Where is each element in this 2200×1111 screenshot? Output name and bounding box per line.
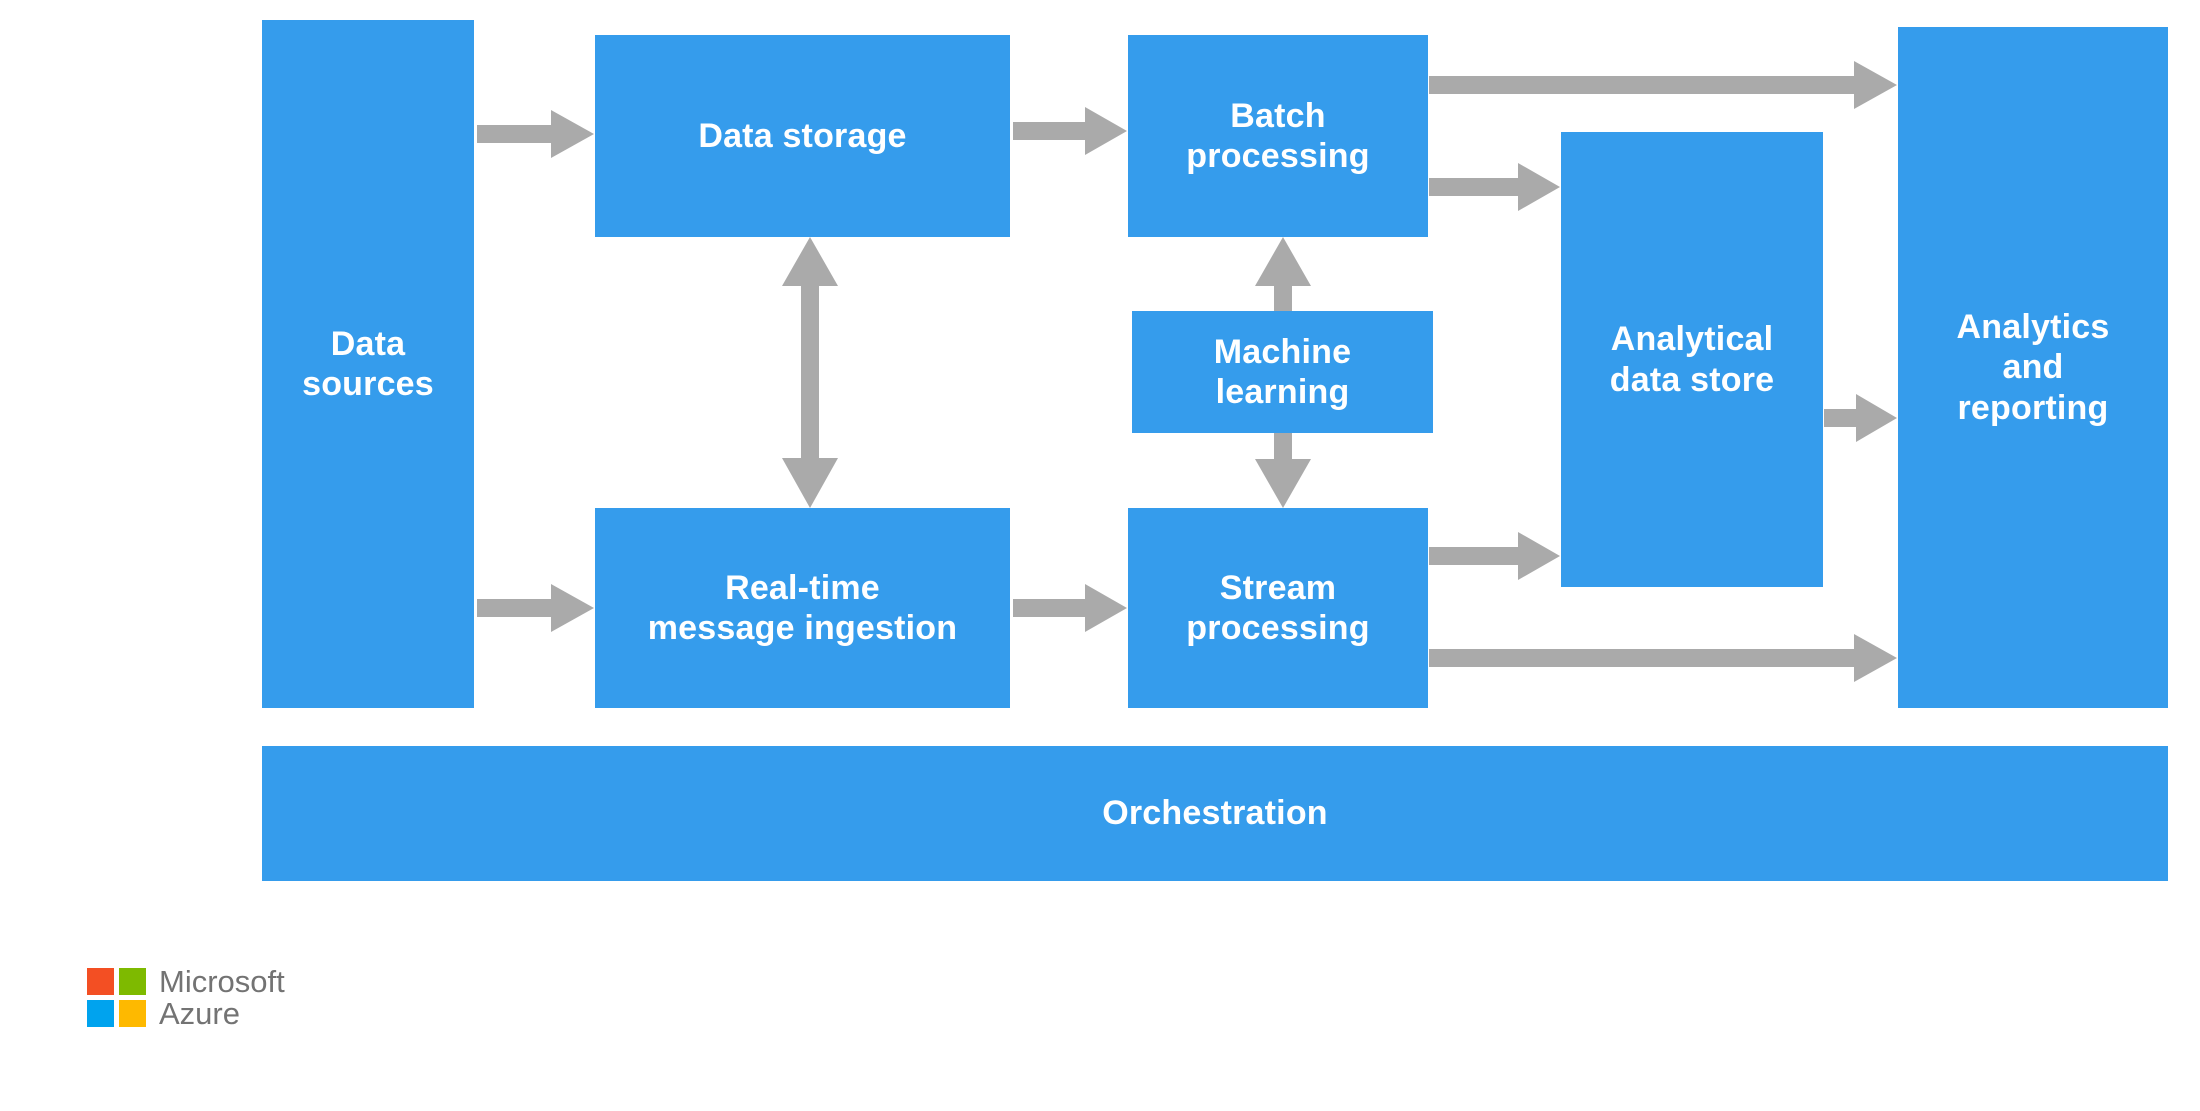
arrow-data-storage-to-realtime-ingestion-bidirectional	[782, 237, 838, 508]
arrow-machine-learning-to-batch-processing	[1255, 237, 1311, 311]
microsoft-logo-icon	[87, 968, 146, 1028]
node-stream-processing[interactable]: Stream processing	[1128, 508, 1428, 708]
node-analytics-and-reporting[interactable]: Analytics and reporting	[1898, 27, 2168, 708]
arrow-machine-learning-to-stream-processing	[1255, 433, 1311, 508]
logo-square-green	[119, 968, 146, 996]
arrow-data-sources-to-data-storage	[477, 110, 594, 158]
node-orchestration[interactable]: Orchestration	[262, 746, 2168, 881]
arrow-data-storage-to-batch-processing	[1013, 107, 1127, 155]
arrow-batch-processing-to-analytical-data-store	[1429, 163, 1560, 211]
arrow-realtime-ingestion-to-stream-processing	[1013, 584, 1127, 632]
node-realtime-message-ingestion[interactable]: Real-time message ingestion	[595, 508, 1010, 708]
node-data-sources[interactable]: Data sources	[262, 20, 474, 708]
arrow-batch-processing-to-analytics-reporting	[1429, 61, 1897, 109]
logo-square-blue	[87, 1000, 114, 1028]
node-data-storage[interactable]: Data storage	[595, 35, 1010, 237]
logo-square-yellow	[119, 1000, 146, 1028]
logo-brand-text: Microsoft	[159, 964, 285, 999]
node-batch-processing[interactable]: Batch processing	[1128, 35, 1428, 237]
node-analytical-data-store[interactable]: Analytical data store	[1561, 132, 1823, 587]
logo-product-text: Azure	[159, 995, 240, 1031]
arrow-data-sources-to-realtime-ingestion	[477, 584, 594, 632]
microsoft-azure-wordmark: Microsoft Azure	[159, 966, 285, 1029]
microsoft-azure-logo: Microsoft Azure	[87, 966, 285, 1029]
arrow-stream-processing-to-analytical-data-store	[1429, 532, 1560, 580]
node-machine-learning[interactable]: Machine learning	[1132, 311, 1433, 433]
arrow-analytical-data-store-to-analytics-reporting	[1824, 394, 1897, 442]
logo-square-red	[87, 968, 114, 996]
arrow-stream-processing-to-analytics-reporting	[1429, 634, 1897, 682]
